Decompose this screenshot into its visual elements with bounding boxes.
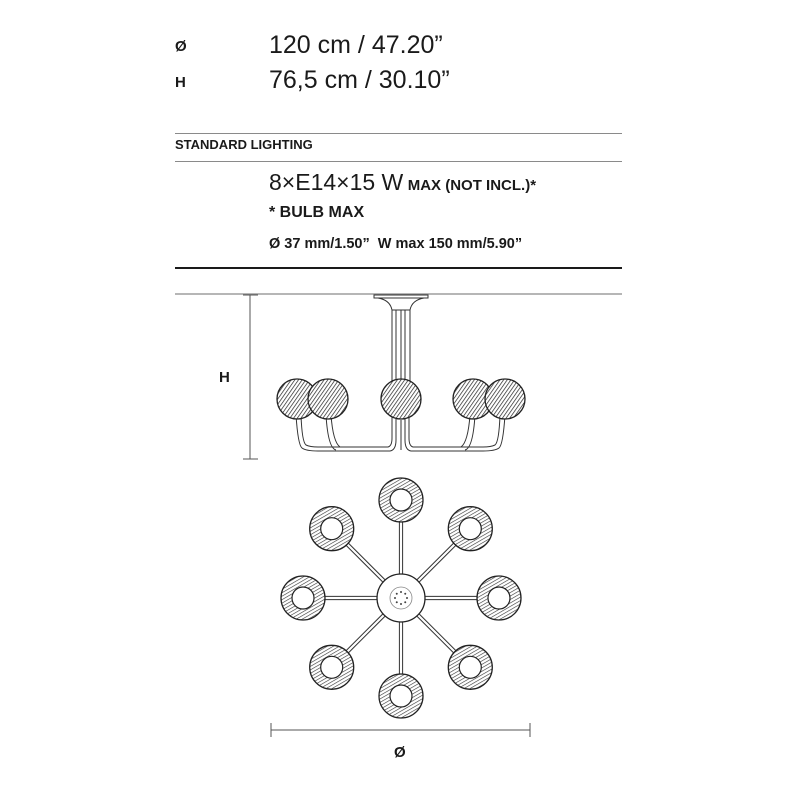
bulb-opening (389, 684, 413, 708)
height-dimension-line (243, 294, 258, 460)
hub (376, 573, 426, 623)
hub-dot (395, 592, 398, 595)
diameter-symbol: Ø (175, 38, 187, 55)
divider (175, 161, 622, 162)
lighting-spec-main: 8×E14×15 W (269, 169, 404, 195)
bulb-opening (389, 488, 413, 512)
lighting-spec: 8×E14×15 W MAX (NOT INCL.)* (269, 169, 536, 196)
hub-dot (406, 597, 408, 599)
bulb-opening (487, 586, 511, 610)
diameter-dimension-line (270, 723, 531, 737)
side-view (295, 294, 506, 452)
hub-inner (389, 586, 413, 610)
arm (348, 615, 386, 654)
bulb-size: Ø 37 mm/1.50” W max 150 mm/5.90” (269, 236, 523, 252)
arm (418, 613, 457, 651)
hub-dot (404, 592, 407, 595)
bulb-opening (458, 517, 482, 541)
arm (345, 545, 384, 583)
bulb (380, 378, 422, 420)
arm (348, 542, 386, 581)
bulb-opening (320, 655, 344, 679)
arm (345, 613, 384, 651)
lighting-spec-suffix: MAX (NOT INCL.)* (407, 177, 537, 194)
hub-dot (400, 603, 402, 605)
diameter-dimension-label: Ø (394, 744, 406, 761)
arm (416, 542, 454, 581)
bulb-opening (291, 586, 315, 610)
bulb-opening (320, 517, 344, 541)
lighting-heading: STANDARD LIGHTING (175, 137, 313, 152)
bulb-note: * BULB MAX (269, 204, 365, 221)
hub-dot (394, 597, 396, 599)
bulb-opening (458, 655, 482, 679)
arm (416, 615, 454, 654)
bulb (484, 378, 526, 420)
side-bulbs (276, 378, 526, 420)
top-view (280, 477, 522, 719)
divider (175, 133, 622, 134)
height-value: 76,5 cm / 30.10” (269, 66, 450, 94)
height-dimension-label: H (219, 369, 230, 386)
height-symbol: H (175, 74, 186, 91)
bulb (307, 378, 349, 420)
diameter-value: 120 cm / 47.20” (269, 31, 443, 59)
arm (418, 545, 457, 583)
divider-thick (175, 267, 622, 269)
hub-dot (400, 591, 402, 593)
hub-dot (395, 601, 398, 604)
hub-dot (404, 601, 407, 604)
